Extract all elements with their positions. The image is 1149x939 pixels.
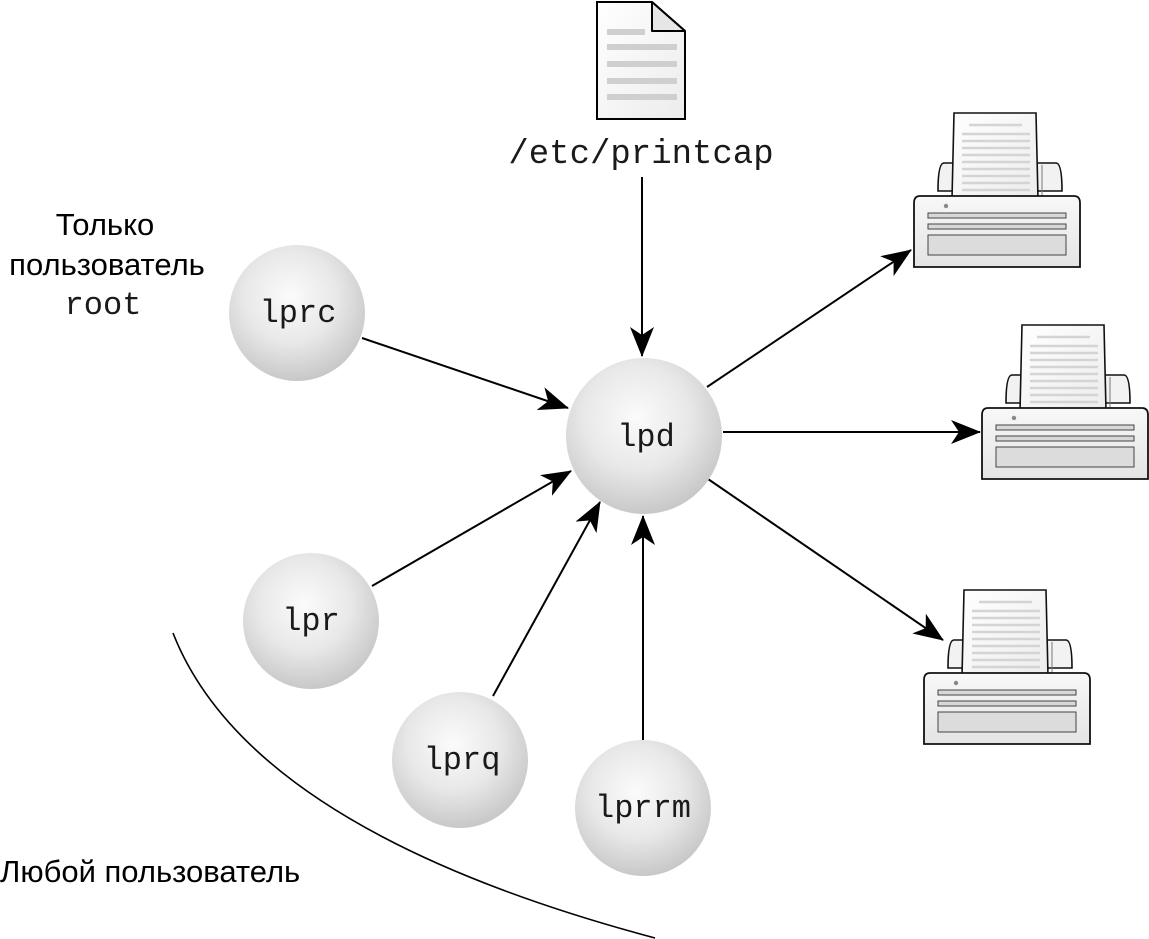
any-user-boundary-arc	[172, 632, 656, 939]
root-only-label-line3: root	[65, 287, 142, 324]
node-lpd: lpd	[566, 358, 722, 514]
document-icon	[596, 1, 686, 120]
printer-icon	[912, 111, 1082, 269]
printer-icon	[980, 323, 1149, 481]
printer-icon	[922, 588, 1092, 746]
node-lprq-label: lprq	[424, 742, 501, 779]
node-lprrm-label: lprrm	[595, 790, 691, 827]
edge-lpr-to-lpd	[371, 470, 572, 587]
node-lprc: lprc	[229, 245, 365, 381]
edge-lpd-to-printer-3	[707, 478, 944, 641]
root-only-label-line1: Только	[56, 207, 154, 242]
root-only-label-line2: пользователь	[9, 247, 205, 282]
node-lprq: lprq	[392, 692, 528, 828]
node-lprc-label: lprc	[260, 295, 337, 332]
config-file-label: /etc/printcap	[508, 136, 773, 174]
root-only-label: Только пользователь root	[9, 207, 205, 324]
node-lpd-label: lpd	[617, 419, 675, 456]
node-lprrm: lprrm	[575, 740, 711, 876]
edge-lprq-to-lpd	[492, 501, 601, 697]
node-lpr-label: lpr	[282, 603, 340, 640]
edge-lpd-to-printer-1	[706, 249, 912, 388]
any-user-label: Любой пользователь	[0, 854, 300, 889]
node-lpr: lpr	[243, 553, 379, 689]
edge-lprc-to-lpd	[361, 337, 569, 411]
